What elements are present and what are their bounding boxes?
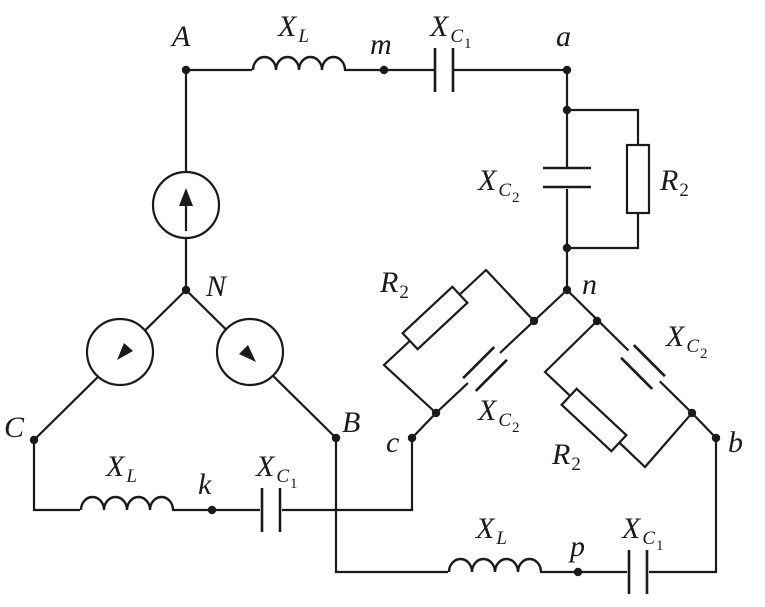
wire-C-bottom <box>32 436 414 512</box>
resistor-R2-nb <box>560 387 628 453</box>
node-label-c: c <box>386 426 399 459</box>
node-label-p: p <box>568 530 585 563</box>
node-label-m: m <box>370 28 392 61</box>
capacitor-XC2-nb <box>619 343 667 391</box>
voltage-sources <box>85 170 285 387</box>
source-A <box>151 170 221 240</box>
label-R2-an: R2 <box>659 164 689 201</box>
inductors <box>79 55 543 574</box>
capacitors <box>260 48 667 594</box>
node-label-n: n <box>582 268 597 301</box>
resistor-R2-an <box>625 143 651 215</box>
capacitor-XC1-B <box>627 550 649 594</box>
label-R2-nc: R2 <box>379 266 409 303</box>
node-label-a: a <box>556 20 571 53</box>
source-B <box>215 317 285 387</box>
node-label-N: N <box>205 270 228 303</box>
junction-dots <box>29 65 721 577</box>
capacitor-XC2-an <box>543 166 591 189</box>
capacitor-XC1-A <box>433 48 455 92</box>
inductor-A <box>251 55 347 72</box>
node-label-k: k <box>198 468 212 501</box>
node-label-A: A <box>170 20 191 53</box>
inductor-B <box>447 557 543 574</box>
capacitor-XC2-nc <box>461 345 509 393</box>
node-label-b: b <box>728 426 743 459</box>
label-R2-nb: R2 <box>551 438 581 475</box>
capacitor-XC1-C <box>260 488 282 532</box>
node-label-B: B <box>342 406 360 439</box>
source-C <box>85 317 155 387</box>
node-labels: A m a N n C B c b k p <box>4 20 743 563</box>
resistors <box>401 143 651 453</box>
resistor-R2-nc <box>401 285 469 351</box>
node-label-C: C <box>4 411 25 444</box>
inductor-C <box>79 495 175 512</box>
